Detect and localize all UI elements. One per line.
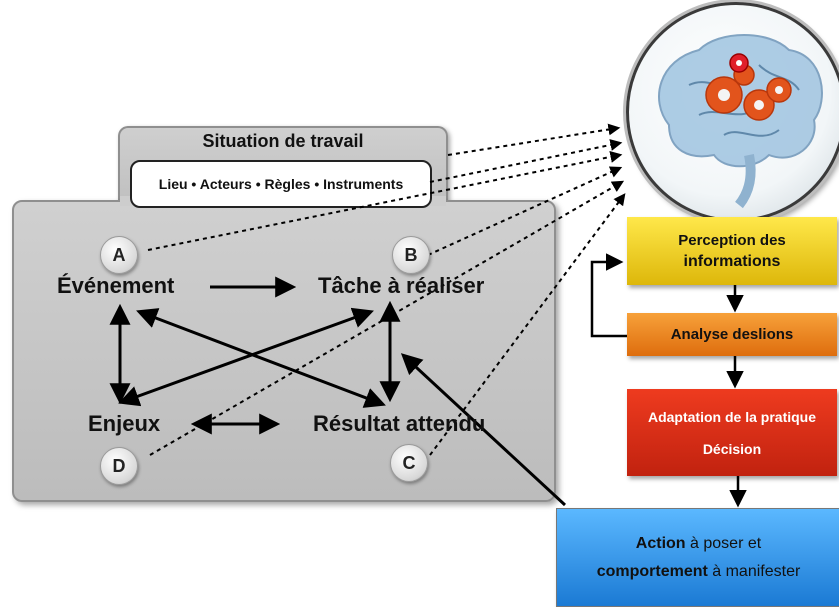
situation-elements-box: Lieu • Acteurs • Règles • Instruments xyxy=(130,160,432,208)
node-a-letter: A xyxy=(112,244,126,265)
arrow-loop-back xyxy=(590,253,627,338)
node-a-label: Événement xyxy=(57,273,175,298)
dotted-arrow-c xyxy=(429,193,626,456)
node-d-badge: D xyxy=(100,447,138,485)
node-d-letter: D xyxy=(112,455,126,476)
step-adaptation-bold: pratique xyxy=(760,408,817,425)
node-c-letter: C xyxy=(402,452,416,473)
step-perception-text: Perception des xyxy=(678,232,786,249)
step-perception-bold: informations xyxy=(683,253,781,270)
step-perception: Perception des informations xyxy=(627,217,837,285)
arrow-d-b xyxy=(118,307,374,407)
node-c-label: Résultat attendu xyxy=(313,411,486,436)
step-analyse-text: Analyse des xyxy=(670,326,759,343)
step-adaptation: Adaptation de la pratique Décision xyxy=(627,389,837,476)
situation-elements-text: Lieu • Acteurs • Règles • Instruments xyxy=(158,176,404,192)
step-adaptation-text: Adaptation de la xyxy=(647,408,761,425)
step-action-bold2: comportement xyxy=(596,562,708,580)
step-decision-label: Décision xyxy=(702,440,762,457)
node-c-badge: C xyxy=(390,444,428,482)
node-b-label: Tâche à réaliser xyxy=(318,273,485,298)
dotted-arrow-b xyxy=(427,166,623,256)
node-b-badge: B xyxy=(392,236,430,274)
step-adaptation-line: Adaptation de la pratique xyxy=(648,409,816,425)
step-action-line1: Action à poser et xyxy=(636,530,761,558)
step-action-text2: à manifester xyxy=(707,562,801,580)
step-action-line2: comportement à manifester xyxy=(597,558,801,586)
dotted-arrow-instruments xyxy=(429,139,623,183)
step-action-bold1: Action xyxy=(635,534,686,552)
brain-illustration xyxy=(658,34,823,209)
dotted-arrow-a xyxy=(147,151,623,251)
arrow-action-to-result xyxy=(400,353,567,507)
step-analyse-bold: lions xyxy=(758,326,794,343)
node-d-label: Enjeux xyxy=(88,411,161,436)
node-a-badge: A xyxy=(100,236,138,274)
brain-with-gears-icon xyxy=(626,2,839,222)
node-b-letter: B xyxy=(404,244,418,265)
situation-title: Situation de travail xyxy=(202,131,364,151)
dotted-arrow-situation xyxy=(447,123,621,156)
step-analyse: Analyse des lions xyxy=(627,313,837,356)
step-action-text1: à poser et xyxy=(685,534,762,552)
step-action: Action à poser et comportement à manifes… xyxy=(556,508,839,607)
